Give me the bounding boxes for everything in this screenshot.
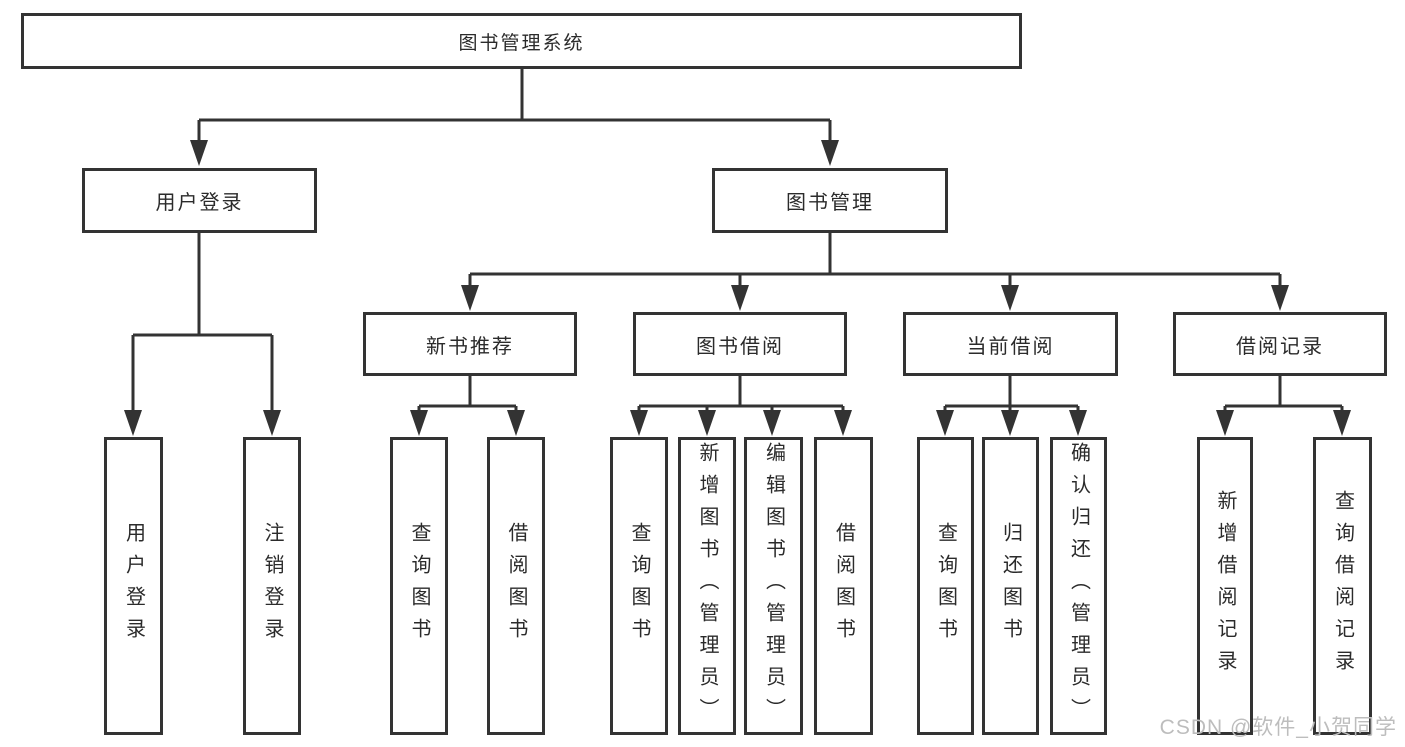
arrowhead-bb-add-books [698, 410, 716, 436]
arrowhead-cb-return-books [1001, 410, 1019, 436]
node-book-borrow: 图书借阅 [633, 312, 847, 376]
arrowhead-current-borrow [1001, 285, 1019, 311]
leaf-user-login: 用户登录 [104, 437, 163, 735]
connector-new-book-recommend-children [417, 376, 518, 412]
arrowhead-bb-query-books [630, 410, 648, 436]
arrowhead-bb-borrow-books [834, 410, 852, 436]
arrowhead-nbr-query-books [410, 410, 428, 436]
leaf-bb-borrow-books: 借阅图书 [814, 437, 873, 735]
leaf-logout: 注销登录 [243, 437, 301, 735]
arrowhead-nbr-borrow-books [507, 410, 525, 436]
connector-borrow-records-children [1223, 376, 1344, 412]
arrowhead-br-add-record [1216, 410, 1234, 436]
connector-current-borrow-children [943, 376, 1080, 412]
leaf-br-query-record: 查询借阅记录 [1313, 437, 1372, 735]
node-library-system: 图书管理系统 [21, 13, 1022, 69]
node-new-book-recommend: 新书推荐 [363, 312, 577, 376]
connector-book-management-children [468, 233, 1282, 287]
node-borrow-records: 借阅记录 [1173, 312, 1387, 376]
leaf-nbr-query-books: 查询图书 [390, 437, 448, 735]
leaf-cb-return-books: 归还图书 [982, 437, 1039, 735]
csdn-watermark: CSDN @软件_小贺同学 [1159, 716, 1397, 739]
arrowhead-br-query-record [1333, 410, 1351, 436]
arrowhead-borrow-records [1271, 285, 1289, 311]
arrowhead-user-login [190, 140, 208, 166]
leaf-br-add-record: 新增借阅记录 [1197, 437, 1253, 735]
leaf-bb-query-books: 查询图书 [610, 437, 668, 735]
leaf-bb-edit-books-admin: 编辑图书（管理员） [744, 437, 803, 735]
arrowhead-leaf-logout [263, 410, 281, 436]
connector-root-to-level2 [197, 69, 832, 142]
arrowhead-book-borrow [731, 285, 749, 311]
leaf-bb-add-books-admin: 新增图书（管理员） [678, 437, 736, 735]
node-book-management: 图书管理 [712, 168, 948, 233]
connector-book-borrow-children [637, 376, 845, 412]
leaf-cb-query-books: 查询图书 [917, 437, 974, 735]
arrowhead-book-management [821, 140, 839, 166]
arrowhead-new-book-recommend [461, 285, 479, 311]
leaf-cb-confirm-return-admin: 确认归还（管理员） [1050, 437, 1107, 735]
arrowhead-bb-edit-books [763, 410, 781, 436]
leaf-nbr-borrow-books: 借阅图书 [487, 437, 545, 735]
arrowhead-cb-query-books [936, 410, 954, 436]
node-current-borrow: 当前借阅 [903, 312, 1118, 376]
node-user-login: 用户登录 [82, 168, 317, 233]
connector-user-login-children [131, 233, 274, 412]
arrowhead-leaf-user-login [124, 410, 142, 436]
arrowhead-cb-confirm-return [1069, 410, 1087, 436]
